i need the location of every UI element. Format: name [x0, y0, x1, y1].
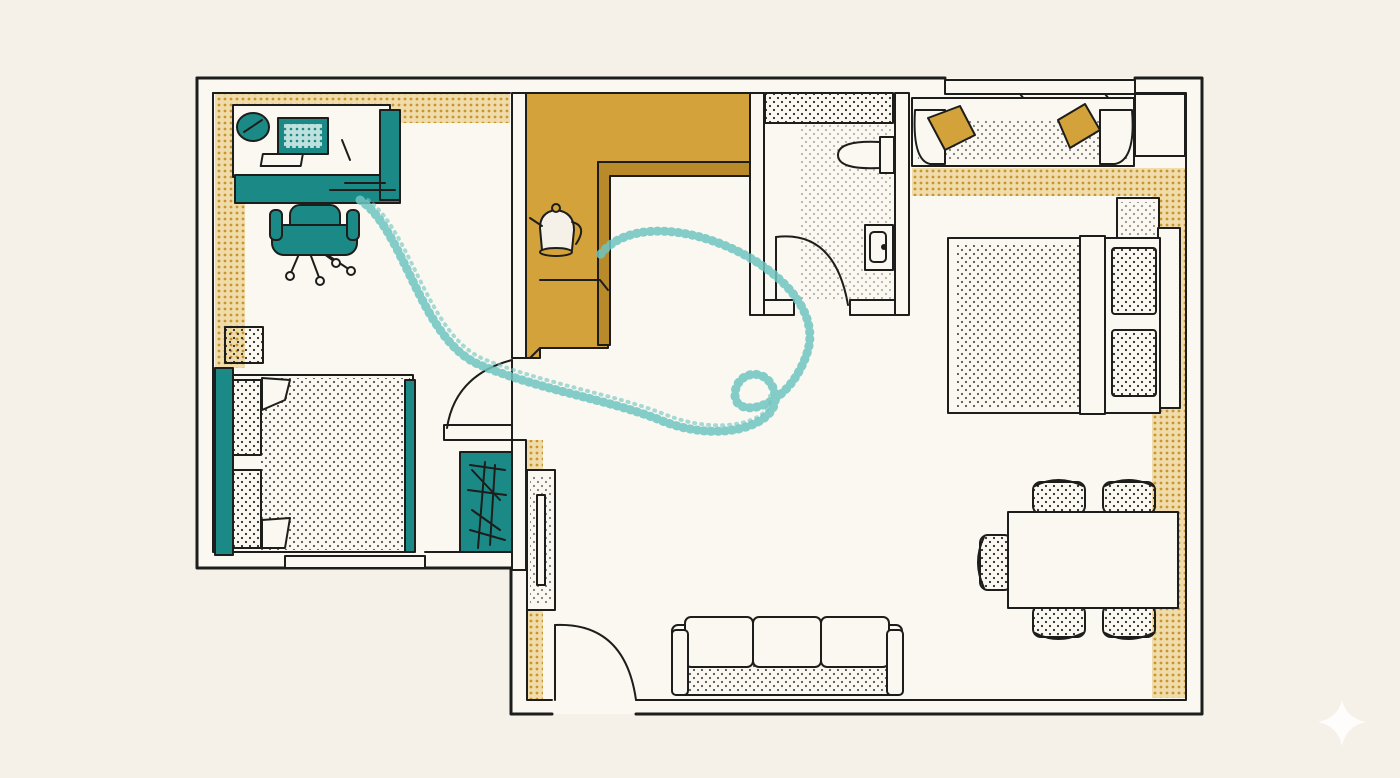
bed-left — [214, 367, 416, 556]
dining-chair — [1102, 604, 1156, 640]
dining-chair — [977, 534, 1013, 591]
laptop-icon — [259, 117, 329, 167]
sink-icon — [864, 224, 894, 271]
cushion — [1057, 103, 1101, 149]
cushion — [927, 105, 976, 151]
desk-mug — [236, 112, 270, 142]
kettle-icon — [529, 203, 583, 257]
office-chair — [269, 204, 360, 286]
kitchen-counter — [525, 92, 751, 359]
window-seat — [911, 93, 1186, 167]
door-swings — [446, 235, 849, 701]
sparkle-icon — [1318, 700, 1366, 746]
pen — [341, 139, 351, 161]
wardrobe — [459, 451, 556, 611]
dining-table — [977, 479, 1179, 640]
dining-chair — [1102, 479, 1156, 515]
dining-chair — [1032, 479, 1086, 515]
sofa — [671, 616, 904, 696]
dining-chair — [1032, 604, 1086, 640]
toilet-icon — [837, 136, 895, 174]
nightstand-left — [224, 326, 264, 364]
bed-right — [947, 197, 1181, 415]
movement-path — [355, 195, 815, 436]
